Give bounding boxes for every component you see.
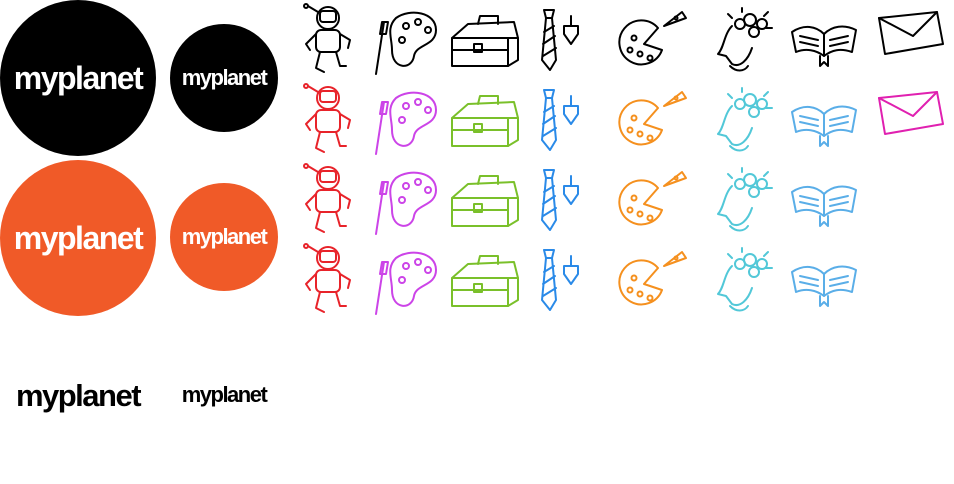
thinking-head-icon	[717, 167, 773, 232]
wordmark-text: myplanet	[181, 382, 268, 407]
open-book-icon	[791, 105, 857, 147]
toolbox-icon	[451, 175, 519, 227]
palette-icon	[375, 11, 437, 75]
toolbox-icon	[451, 255, 519, 307]
logo-plain-small: myplanet	[170, 380, 278, 410]
thinking-head-icon	[717, 87, 773, 152]
wordmark-text: myplanet	[13, 59, 144, 96]
logo-orange-small: myplanet	[170, 183, 278, 291]
icon-sprite-svg	[303, 3, 944, 315]
tie-icon	[541, 249, 579, 311]
logo-plain-large: myplanet	[0, 374, 156, 418]
toolbox-icon	[451, 15, 519, 67]
open-book-icon	[791, 25, 857, 67]
open-book-icon	[791, 265, 857, 307]
pizza-icon	[618, 171, 687, 226]
logo-black-large: myplanet	[0, 0, 156, 156]
palette-icon	[375, 251, 437, 315]
pizza-icon	[618, 91, 687, 146]
thinking-head-icon	[717, 247, 773, 312]
logo-black-small: myplanet	[170, 24, 278, 132]
palette-icon	[375, 171, 437, 235]
wordmark-text: myplanet	[13, 219, 144, 256]
icon-sprite-sheet	[288, 0, 954, 340]
wordmark-text: myplanet	[181, 224, 268, 249]
astronaut-icon	[303, 3, 351, 73]
thinking-head-icon	[717, 7, 773, 72]
astronaut-icon	[303, 83, 351, 153]
tie-icon	[541, 169, 579, 231]
open-book-icon	[791, 185, 857, 227]
toolbox-icon	[451, 95, 519, 147]
envelope-icon	[878, 11, 944, 55]
astronaut-icon	[303, 163, 351, 233]
pizza-icon	[618, 11, 687, 66]
pizza-icon	[618, 251, 687, 306]
envelope-icon	[878, 91, 944, 135]
tie-icon	[541, 9, 579, 71]
palette-icon	[375, 91, 437, 155]
wordmark-text: myplanet	[15, 378, 142, 413]
astronaut-icon	[303, 243, 351, 313]
wordmark-text: myplanet	[181, 65, 268, 90]
logo-orange-large: myplanet	[0, 160, 156, 316]
tie-icon	[541, 89, 579, 151]
